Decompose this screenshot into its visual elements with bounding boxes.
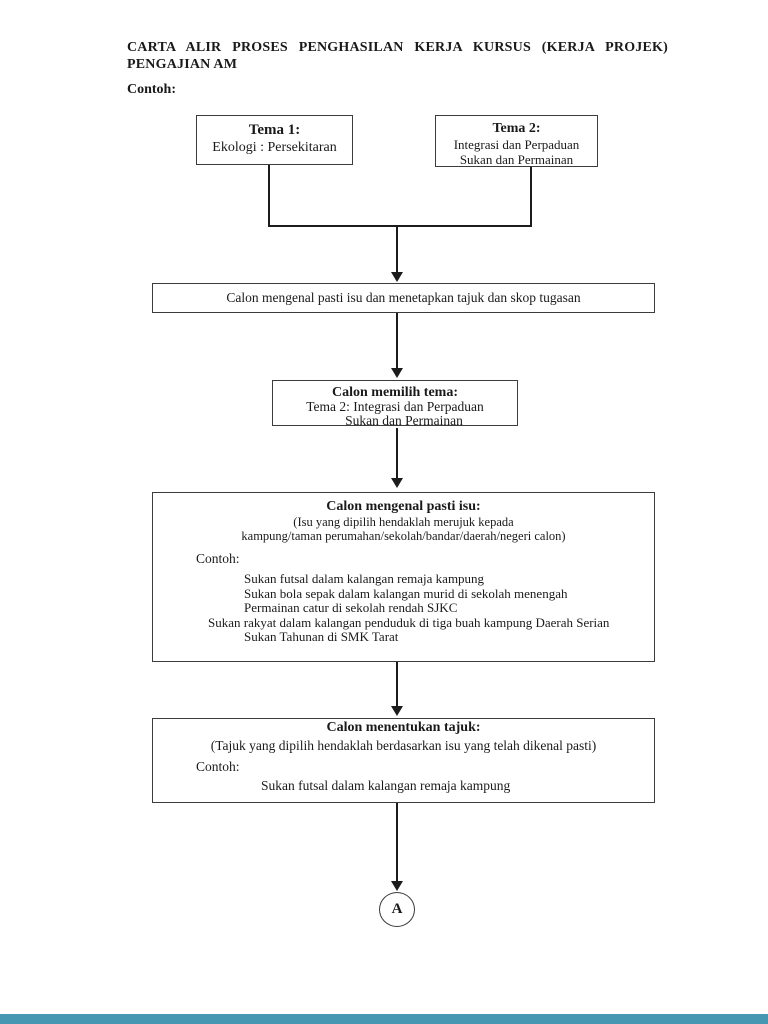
- arrow-head-4-icon: [391, 706, 403, 716]
- step4-example: Sukan futsal dalam kalangan remaja kampu…: [261, 778, 511, 793]
- step3-example-4: Sukan rakyat dalam kalangan penduduk di …: [208, 614, 610, 630]
- offpage-connector-label: A: [391, 901, 403, 917]
- arrow-stem-4: [396, 662, 398, 706]
- arrow-head-5-icon: [391, 881, 403, 891]
- tema2-line2: Sukan dan Permainan: [459, 152, 574, 167]
- step3-examples: Sukan futsal dalam kalangan remaja kampu…: [153, 571, 654, 645]
- tema1-line: Ekologi : Persekitaran: [212, 140, 337, 155]
- step4-note: (Tajuk yang dipilih hendaklah berdasarka…: [210, 738, 597, 753]
- document-title-line2: PENGAJIAN AM: [127, 57, 238, 72]
- contoh-label: Contoh:: [127, 82, 177, 97]
- arrow-stem-1: [396, 226, 398, 272]
- arrow-head-1-icon: [391, 272, 403, 282]
- flowchart-box-step4: Calon menentukan tajuk: (Tajuk yang dipi…: [152, 718, 655, 803]
- step3-contoh-label: Contoh:: [196, 551, 240, 566]
- connector-line-tema1: [268, 165, 270, 225]
- flowchart-box-step1: Calon mengenal pasti isu dan menetapkan …: [152, 283, 655, 313]
- connector-line-tema2: [530, 167, 532, 225]
- step3-example-3: Permainan catur di sekolah rendah SJKC: [244, 600, 458, 615]
- offpage-connector-circle: A: [379, 892, 415, 927]
- connector-line-merge: [268, 225, 532, 227]
- step2-line1: Tema 2: Integrasi dan Perpaduan: [306, 399, 484, 414]
- document-title: CARTA ALIR PROSES PENGHASILAN KERJA KURS…: [127, 39, 668, 73]
- step3-example-2: Sukan bola sepak dalam kalangan murid di…: [244, 585, 568, 601]
- document-title-line1: CARTA ALIR PROSES PENGHASILAN KERJA KURS…: [127, 40, 668, 55]
- arrow-stem-5: [396, 803, 398, 881]
- step2-title: Calon memilih tema:: [332, 385, 458, 400]
- step3-title: Calon mengenal pasti isu:: [326, 499, 481, 514]
- arrow-stem-3: [396, 428, 398, 478]
- tema2-title: Tema 2:: [492, 121, 541, 136]
- step3-note2: kampung/taman perumahan/sekolah/bandar/d…: [241, 529, 566, 543]
- step4-title: Calon menentukan tajuk:: [326, 720, 481, 735]
- step3-example-1: Sukan futsal dalam kalangan remaja kampu…: [244, 571, 485, 586]
- arrow-head-2-icon: [391, 368, 403, 378]
- tema2-line1: Integrasi dan Perpaduan: [453, 137, 580, 152]
- viewer-bottom-bar: [0, 1014, 768, 1024]
- tema1-title: Tema 1:: [248, 122, 301, 138]
- step4-contoh-label: Contoh:: [196, 759, 240, 774]
- step2-line2: Sukan dan Permainan: [345, 413, 463, 428]
- flowchart-box-tema2: Tema 2: Integrasi dan Perpaduan Sukan da…: [435, 115, 598, 167]
- flowchart-box-tema1: Tema 1: Ekologi : Persekitaran: [196, 115, 353, 165]
- flowchart-box-step2: Calon memilih tema: Tema 2: Integrasi da…: [272, 380, 518, 428]
- step3-note1: (Isu yang dipilih hendaklah merujuk kepa…: [293, 515, 514, 529]
- step1-text: Calon mengenal pasti isu dan menetapkan …: [226, 290, 581, 305]
- step3-example-5: Sukan Tahunan di SMK Tarat: [244, 629, 399, 644]
- flowchart-box-step3: Calon mengenal pasti isu: (Isu yang dipi…: [152, 492, 655, 662]
- arrow-stem-2: [396, 313, 398, 368]
- arrow-head-3-icon: [391, 478, 403, 488]
